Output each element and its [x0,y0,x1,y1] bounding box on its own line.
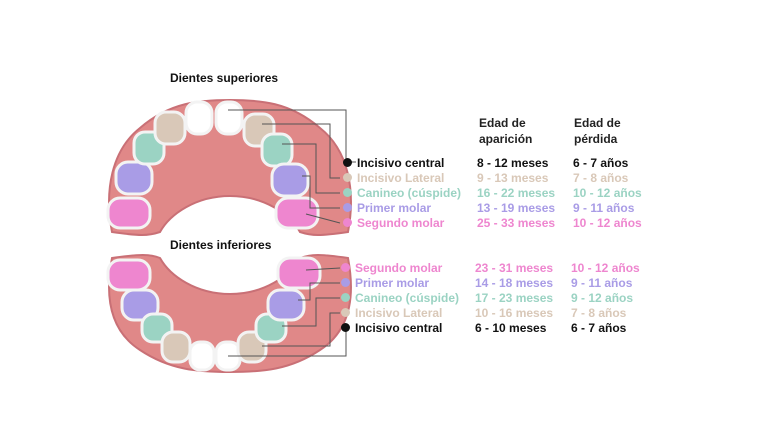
upper-right-first-molar [270,162,310,198]
lower-row-0-name: Segundo molar [355,261,443,275]
upper-row-4-dot [343,218,352,227]
lower-row-1-name: Primer molar [355,276,430,290]
lower-row-1-lose: 9 - 11 años [571,276,633,290]
upper-row-1-dot [343,173,352,182]
upper-row-0-lose: 6 - 7 años [573,156,629,170]
lower-row-3-name: Incisivo Lateral [355,306,443,320]
header-appear: Edad de aparición [479,115,532,147]
upper-row-1-lose: 7 - 8 años [573,171,629,185]
lower-row-2-name: Canineo (cúspide) [355,291,460,305]
lower-row-2-dot [341,293,350,302]
upper-row-0-dot [343,158,352,167]
lower-row-3-dot [341,308,350,317]
lower-row-2-appear: 17 - 23 meses [475,291,554,305]
upper-left-lateral [153,110,187,146]
upper-right-second-molar [274,196,320,230]
lower-row-4-appear: 6 - 10 meses [475,321,547,335]
lower-left-central [188,340,216,372]
upper-row-0-name: Incisivo central [357,156,445,170]
lower-left-first-molar [120,288,160,322]
lower-row-4-lose: 6 - 7 años [571,321,627,335]
upper-row-0-appear: 8 - 12 meses [477,156,549,170]
upper-right-central [214,100,244,136]
upper-left-first-molar [114,160,154,196]
header-lose-line2: pérdida [574,132,618,146]
upper-row-4-name: Segundo molar [357,216,445,230]
lower-row-1-dot [341,278,350,287]
upper-row-2-lose: 10 - 12 años [573,186,642,200]
upper-row-3-lose: 9 - 11 años [573,201,635,215]
lower-row-4-name: Incisivo central [355,321,443,335]
upper-title: Dientes superiores [170,71,279,85]
lower-row-1-appear: 14 - 18 meses [475,276,554,290]
lower-row-3-appear: 10 - 16 meses [475,306,554,320]
lower-row-0-lose: 10 - 12 años [571,261,640,275]
upper-row-1-appear: 9 - 13 meses [477,171,549,185]
upper-row-2-name: Canineo (cúspide) [357,186,462,200]
lower-left-lateral [160,330,192,364]
lower-row-4-dot [341,323,350,332]
lower-right-first-molar [266,288,306,322]
lower-right-second-molar [276,256,322,290]
lower-left-second-molar [106,258,152,292]
upper-row-2-appear: 16 - 22 meses [477,186,556,200]
upper-row-4-lose: 10 - 12 años [573,216,642,230]
lower-row-0-dot [341,263,350,272]
lower-row-0-appear: 23 - 31 meses [475,261,554,275]
upper-right-canine [260,132,294,168]
upper-row-3-dot [343,203,352,212]
upper-row-4-appear: 25 - 33 meses [477,216,556,230]
header-appear-line2: aparición [479,132,533,146]
lower-row-3-lose: 7 - 8 años [571,306,627,320]
upper-row-3-name: Primer molar [357,201,432,215]
upper-left-second-molar [106,196,152,230]
header-lose-line1: Edad de [574,116,621,130]
upper-row-2-dot [343,188,352,197]
header-appear-line1: Edad de [479,116,526,130]
upper-row-1-name: Incisivo Lateral [357,171,445,185]
lower-row-2-lose: 9 - 12 años [571,291,634,305]
lower-title: Dientes inferiores [170,238,272,252]
header-lose: Edad de pérdida [574,115,621,147]
upper-row-3-appear: 13 - 19 meses [477,201,556,215]
upper-left-central [184,100,214,136]
